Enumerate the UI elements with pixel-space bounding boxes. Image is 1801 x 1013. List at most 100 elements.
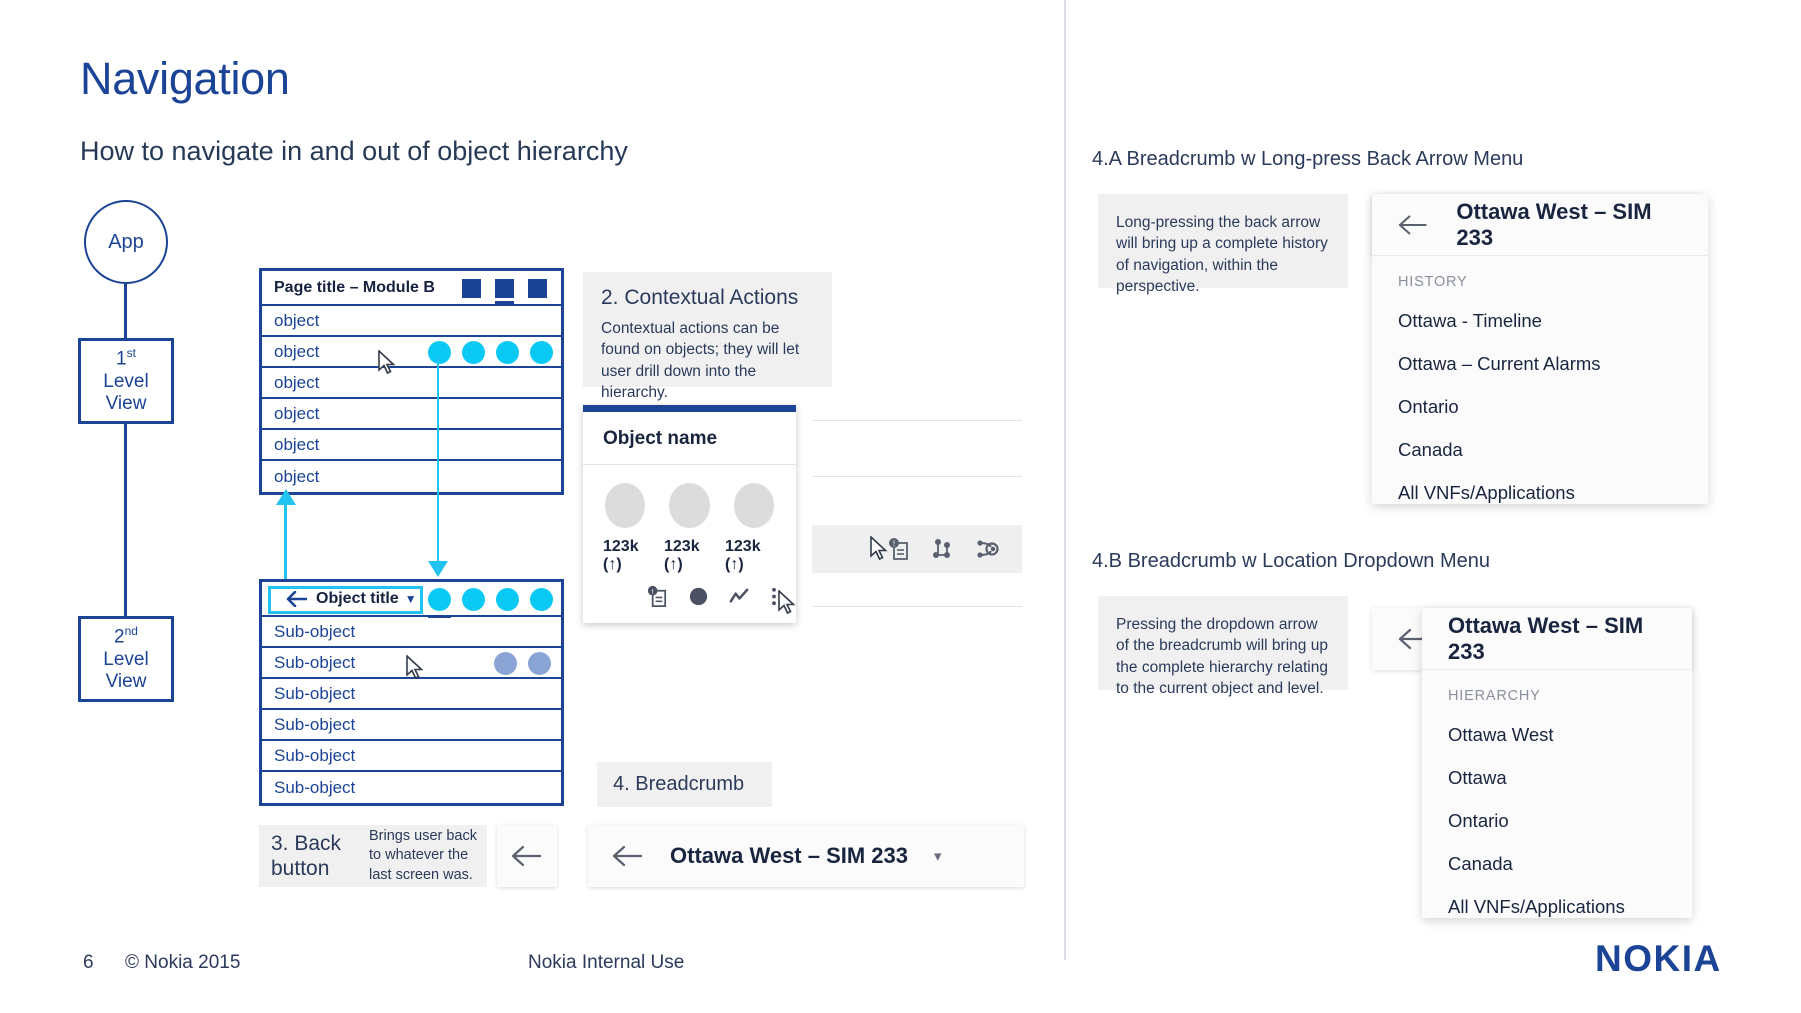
flow-node-level1-line1: 1st <box>116 346 136 370</box>
section-4b-note-text: Pressing the dropdown arrow of the bread… <box>1116 616 1328 698</box>
mouse-cursor-level2 <box>406 655 424 680</box>
level1-panel-header: Page title – Module B <box>262 271 561 306</box>
object-detail-card: Object name 123k (↑) 123k (↑) 123k (↑) ! <box>583 405 796 623</box>
section-4a-title: 4.A Breadcrumb w Long-press Back Arrow M… <box>1092 148 1524 170</box>
topology-nodes-icon[interactable] <box>930 536 956 562</box>
level2-list-panel: Object title ▼ Sub-object Sub-object Sub… <box>259 579 564 806</box>
object-card-kpi-values: 123k (↑) 123k (↑) 123k (↑) <box>583 534 796 582</box>
header-square-icon-2[interactable] <box>495 279 514 304</box>
page-title: Navigation <box>80 53 290 104</box>
breadcrumb-demo-text: Ottawa West – SIM 233 <box>670 843 909 868</box>
level2-row-active[interactable]: Sub-object <box>262 648 561 679</box>
background-list-divider <box>812 606 1022 607</box>
connection-path-icon[interactable] <box>974 536 1000 562</box>
hierarchy-menu-item[interactable]: Canada <box>1448 853 1513 874</box>
contextual-action-dot-2[interactable] <box>462 341 485 364</box>
hierarchy-menu-item[interactable]: Ottawa <box>1448 767 1507 788</box>
back-arrow-icon <box>511 845 541 867</box>
history-menu-item[interactable]: Ottawa - Timeline <box>1398 310 1542 331</box>
flow-node-level2: 2nd Level View <box>78 616 174 702</box>
level1-header-action-squares <box>462 279 547 304</box>
level1-row-label: object <box>274 372 320 392</box>
level2-row[interactable]: Sub-object <box>262 772 561 803</box>
level1-row-label: object <box>274 310 320 330</box>
back-button-demo[interactable] <box>497 825 557 887</box>
history-menu-item[interactable]: Ontario <box>1398 396 1459 417</box>
level2-row[interactable]: Sub-object <box>262 741 561 772</box>
header-square-icon-3[interactable] <box>528 279 547 298</box>
object-card-kpi-circles <box>583 465 796 534</box>
level2-row[interactable]: Sub-object <box>262 617 561 648</box>
sub-action-dot-1[interactable] <box>494 652 517 675</box>
flow-node-level2-line2: Level <box>103 648 149 670</box>
footer-classification: Nokia Internal Use <box>528 952 685 973</box>
level1-row-active[interactable]: object <box>262 337 561 368</box>
alarm-document-icon[interactable]: ! <box>886 536 912 562</box>
breadcrumb-demo-caret-icon[interactable]: ▾ <box>934 848 942 865</box>
level2-row-action-dots <box>494 652 551 675</box>
flow-node-level2-line1: 2nd <box>114 624 138 648</box>
hierarchy-menu-header[interactable]: Ottawa West – SIM 233 <box>1422 608 1692 670</box>
level2-row[interactable]: Sub-object <box>262 710 561 741</box>
level1-row[interactable]: object <box>262 461 561 492</box>
level2-row[interactable]: Sub-object <box>262 679 561 710</box>
hierarchy-menu-item[interactable]: Ottawa West <box>1448 724 1554 745</box>
column-divider <box>1064 0 1066 960</box>
flow-node-level2-line3: View <box>105 671 147 693</box>
level1-row[interactable]: object <box>262 368 561 399</box>
contextual-actions-title: 2. Contextual Actions <box>601 286 799 309</box>
drilldown-connector-line <box>437 357 439 565</box>
contextual-action-dot-4[interactable] <box>530 341 553 364</box>
history-menu-item[interactable]: Canada <box>1398 439 1463 460</box>
level1-row[interactable]: object <box>262 430 561 461</box>
level1-row-label: object <box>274 403 320 423</box>
level2-header-dot-2[interactable] <box>462 588 485 611</box>
svg-text:!: ! <box>893 540 895 549</box>
kpi-value-3: 123k (↑) <box>725 538 761 573</box>
background-list-divider <box>812 476 1022 477</box>
section-4a-note: Long-pressing the back arrow will bring … <box>1098 194 1348 295</box>
history-menu-header[interactable]: Ottawa West – SIM 233 <box>1372 194 1708 256</box>
level2-row-label: Sub-object <box>274 745 356 765</box>
hierarchy-flow-diagram: App 1st Level View 2nd Level View <box>78 200 258 720</box>
back-button-callout: 3. Back button Brings user back to whate… <box>259 825 487 887</box>
history-menu-item[interactable]: All VNFs/Applications <box>1398 482 1575 503</box>
breadcrumb-callout-tag: 4. Breadcrumb <box>597 762 772 807</box>
sub-action-dot-2[interactable] <box>528 652 551 675</box>
trend-line-icon[interactable] <box>727 584 752 609</box>
level2-row-label: Sub-object <box>274 652 356 672</box>
flow-node-level1: 1st Level View <box>78 338 174 424</box>
drilldown-connector-arrowhead <box>428 561 448 577</box>
level2-row-label: Sub-object <box>274 714 356 734</box>
contextual-action-dot-3[interactable] <box>496 341 519 364</box>
level2-back-arrow-icon[interactable] <box>286 590 308 607</box>
alarm-document-icon[interactable]: ! <box>645 584 670 609</box>
level2-header-dot-4[interactable] <box>530 588 553 611</box>
breadcrumb-callout-label: 4. Breadcrumb <box>613 773 745 795</box>
back-arrow-icon[interactable] <box>612 845 644 867</box>
level2-row-label: Sub-object <box>274 621 356 641</box>
contextual-actions-body: Contextual actions can be found on objec… <box>601 320 800 402</box>
level1-row[interactable]: object <box>262 399 561 430</box>
kpi-circle-3 <box>733 483 774 528</box>
footer-page-number: 6 <box>83 952 94 973</box>
breadcrumb-bar-demo[interactable]: Ottawa West – SIM 233 ▾ <box>588 825 1024 887</box>
level2-header-dot-3[interactable] <box>496 588 519 611</box>
level2-header-dot-1[interactable] <box>428 588 451 618</box>
overflow-menu-icon[interactable] <box>768 584 780 609</box>
back-arrow-icon[interactable] <box>1398 214 1428 236</box>
flow-node-app: App <box>84 200 168 284</box>
flow-connector-1 <box>124 284 127 340</box>
history-menu-item[interactable]: Ottawa – Current Alarms <box>1398 353 1601 374</box>
header-square-icon-1[interactable] <box>462 279 481 298</box>
level1-list-panel: Page title – Module B object object obje… <box>259 268 564 495</box>
level1-row[interactable]: object <box>262 306 561 337</box>
flow-node-app-label: App <box>108 230 144 253</box>
hierarchy-menu-item[interactable]: Ontario <box>1448 810 1509 831</box>
level1-row-label: object <box>274 466 320 486</box>
hierarchy-menu-item[interactable]: All VNFs/Applications <box>1448 896 1625 917</box>
level2-dropdown-caret-icon[interactable]: ▼ <box>404 591 417 606</box>
history-menu-card: Ottawa West – SIM 233 HISTORY Ottawa - T… <box>1372 194 1708 504</box>
compass-icon[interactable] <box>686 584 711 609</box>
contextual-action-dot-1[interactable] <box>428 341 451 364</box>
